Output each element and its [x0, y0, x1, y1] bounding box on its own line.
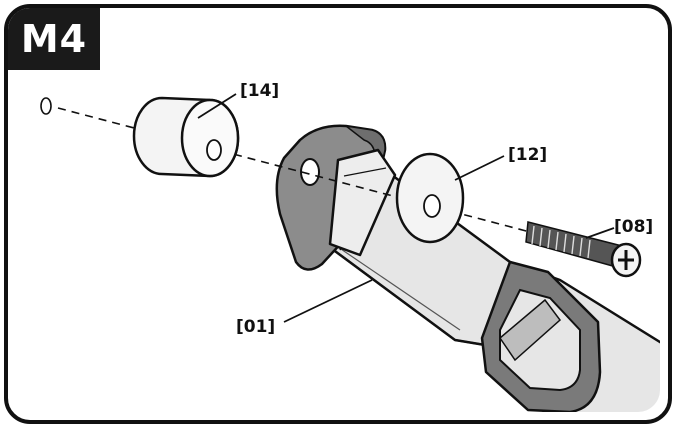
- step-label: M4: [8, 8, 100, 70]
- buckle-part: [480, 260, 602, 412]
- hole-marker: [40, 97, 52, 115]
- label-spacer: [14]: [240, 81, 279, 101]
- bolt-part: [525, 221, 642, 278]
- label-washer: [12]: [508, 145, 547, 165]
- label-bolt: [08]: [614, 217, 653, 237]
- washer-part: [395, 152, 465, 244]
- strap-loop: [328, 148, 397, 257]
- label-strap: [01]: [236, 317, 275, 337]
- spacer-part: [132, 96, 240, 178]
- callout-leaders: [197, 93, 615, 323]
